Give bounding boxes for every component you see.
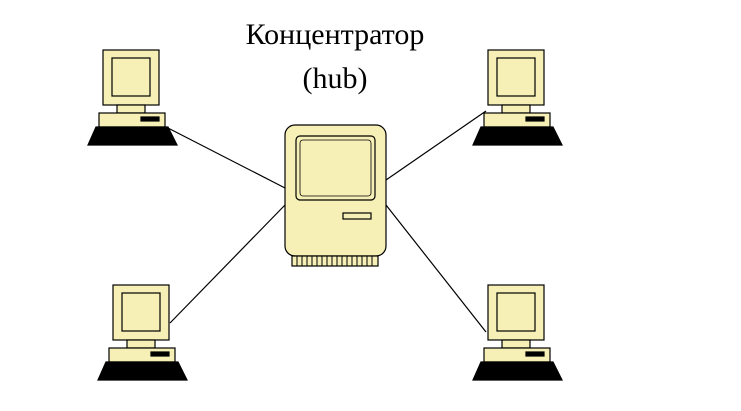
computer-bottom-left: [97, 284, 188, 381]
computer-bottom-right: [472, 284, 563, 381]
computer-top-left: [87, 49, 178, 146]
link-bottom-left: [169, 204, 286, 324]
links: [167, 110, 487, 333]
link-top-left: [167, 127, 286, 189]
hub-icon: [284, 124, 387, 267]
hub-subtitle: (hub): [302, 62, 368, 95]
computer-top-right: [472, 49, 563, 146]
link-bottom-right: [385, 204, 487, 333]
hub-title: Концентратор: [245, 18, 425, 51]
link-top-right: [385, 110, 487, 181]
